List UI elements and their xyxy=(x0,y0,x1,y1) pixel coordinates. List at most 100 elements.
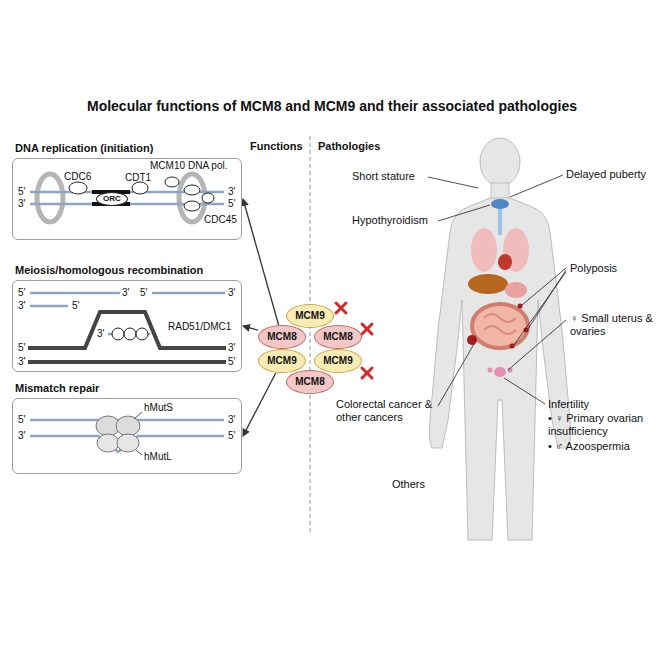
leader-line xyxy=(510,175,563,197)
protein-oval: MCM8 xyxy=(286,370,334,394)
leader-line xyxy=(428,177,478,188)
replication-sketch xyxy=(179,174,205,222)
organs xyxy=(484,314,516,334)
leader-line xyxy=(504,378,545,404)
protein-name: ORC xyxy=(103,194,121,204)
label: Polyposis xyxy=(570,262,617,275)
organs xyxy=(518,304,523,309)
organs xyxy=(468,274,508,294)
label: CDC45 xyxy=(204,214,237,226)
leader-line xyxy=(438,205,490,221)
organs xyxy=(505,282,527,298)
label: 3' xyxy=(122,287,129,299)
label: 3' xyxy=(228,186,235,198)
recombination-sketch xyxy=(124,328,136,340)
recombination-sketch xyxy=(136,328,148,340)
label: 3' xyxy=(18,430,25,442)
mutation-cross xyxy=(362,368,372,378)
protein-name: MCM8 xyxy=(323,331,352,343)
mutation-cross xyxy=(362,324,372,334)
mismatch-sketch xyxy=(116,416,140,436)
label: 5' xyxy=(228,356,235,368)
label: Hypothyroidism xyxy=(352,214,428,227)
label: 5' xyxy=(18,186,25,198)
human-figure xyxy=(429,138,570,540)
label: 3' xyxy=(18,300,25,312)
label: RAD51/DMC1 xyxy=(168,321,231,333)
mutation-cross xyxy=(336,303,346,313)
label: 3' xyxy=(97,328,104,340)
protein-oval: MCM9 xyxy=(314,349,362,373)
organs xyxy=(488,368,493,373)
recombination-sketch xyxy=(30,305,68,308)
label: CDC6 xyxy=(64,171,91,183)
organs xyxy=(467,335,477,345)
protein-name: MCM9 xyxy=(295,310,324,322)
label: 3' xyxy=(18,198,25,210)
function-panel: Mismatch repair xyxy=(12,398,242,474)
organs xyxy=(471,228,497,272)
label: hMutL xyxy=(144,451,172,463)
mismatch-sketch xyxy=(117,434,139,452)
mismatch-sketch xyxy=(30,412,224,455)
label: • ♂ Azoospermia xyxy=(548,440,630,453)
label: Pathologies xyxy=(318,140,380,153)
panel-heading: DNA replication (initiation) xyxy=(15,142,153,155)
organs xyxy=(494,367,506,377)
mismatch-sketch xyxy=(136,450,142,455)
label: 5' xyxy=(18,342,25,354)
recombination-sketch xyxy=(30,292,120,295)
label: 3' xyxy=(228,414,235,426)
replication-sketch xyxy=(202,193,214,203)
panel-heading: Meiosis/homologous recombination xyxy=(15,264,203,277)
label: hMutS xyxy=(144,402,173,414)
recombination-sketch xyxy=(28,360,226,364)
protein-oval: MCM8 xyxy=(258,325,306,349)
replication-sketch xyxy=(165,177,179,187)
organs xyxy=(498,254,512,270)
replication-sketch xyxy=(69,182,87,194)
label: 5' xyxy=(228,198,235,210)
label: 5' xyxy=(140,287,147,299)
label: 3' xyxy=(18,356,25,368)
label: Short stature xyxy=(352,170,415,183)
leader-line xyxy=(508,320,566,370)
label: 5' xyxy=(72,300,79,312)
label: 3' xyxy=(228,342,235,354)
divider xyxy=(310,136,311,535)
leader-line xyxy=(514,272,566,345)
function-arrow xyxy=(243,199,279,325)
label: 3' xyxy=(228,287,235,299)
protein-oval: MCM9 xyxy=(258,349,306,373)
function-arrow xyxy=(243,373,276,436)
label: 5' xyxy=(228,430,235,442)
label: 5' xyxy=(18,287,25,299)
leader-line xyxy=(528,270,566,329)
protein-oval: MCM9 xyxy=(286,304,334,328)
label: Functions xyxy=(250,140,303,153)
mutation-cross xyxy=(336,303,346,313)
title: Molecular functions of MCM8 and MCM9 and… xyxy=(0,98,664,115)
replication-sketch xyxy=(184,185,200,195)
organs xyxy=(491,199,509,209)
panel-heading: Mismatch repair xyxy=(15,382,99,395)
label: • ♀ Primary ovarian insufficiency xyxy=(548,412,660,438)
organs xyxy=(472,304,528,348)
human-figure xyxy=(480,138,520,186)
replication-sketch xyxy=(132,182,148,194)
label: 5' xyxy=(18,414,25,426)
protein-name: MCM9 xyxy=(267,355,296,367)
organs xyxy=(510,344,515,349)
protein-name: MCM8 xyxy=(267,331,296,343)
mismatch-sketch xyxy=(97,434,119,452)
divider xyxy=(310,136,311,535)
function-arrow xyxy=(243,326,258,330)
recombination-sketch xyxy=(152,292,225,295)
label: Others xyxy=(392,478,425,491)
leader-line xyxy=(428,175,566,406)
organs xyxy=(467,199,529,377)
label: ♀ Small uterus & ovaries xyxy=(570,312,654,338)
replication-sketch xyxy=(37,174,63,222)
label: CDT1 xyxy=(125,172,151,184)
